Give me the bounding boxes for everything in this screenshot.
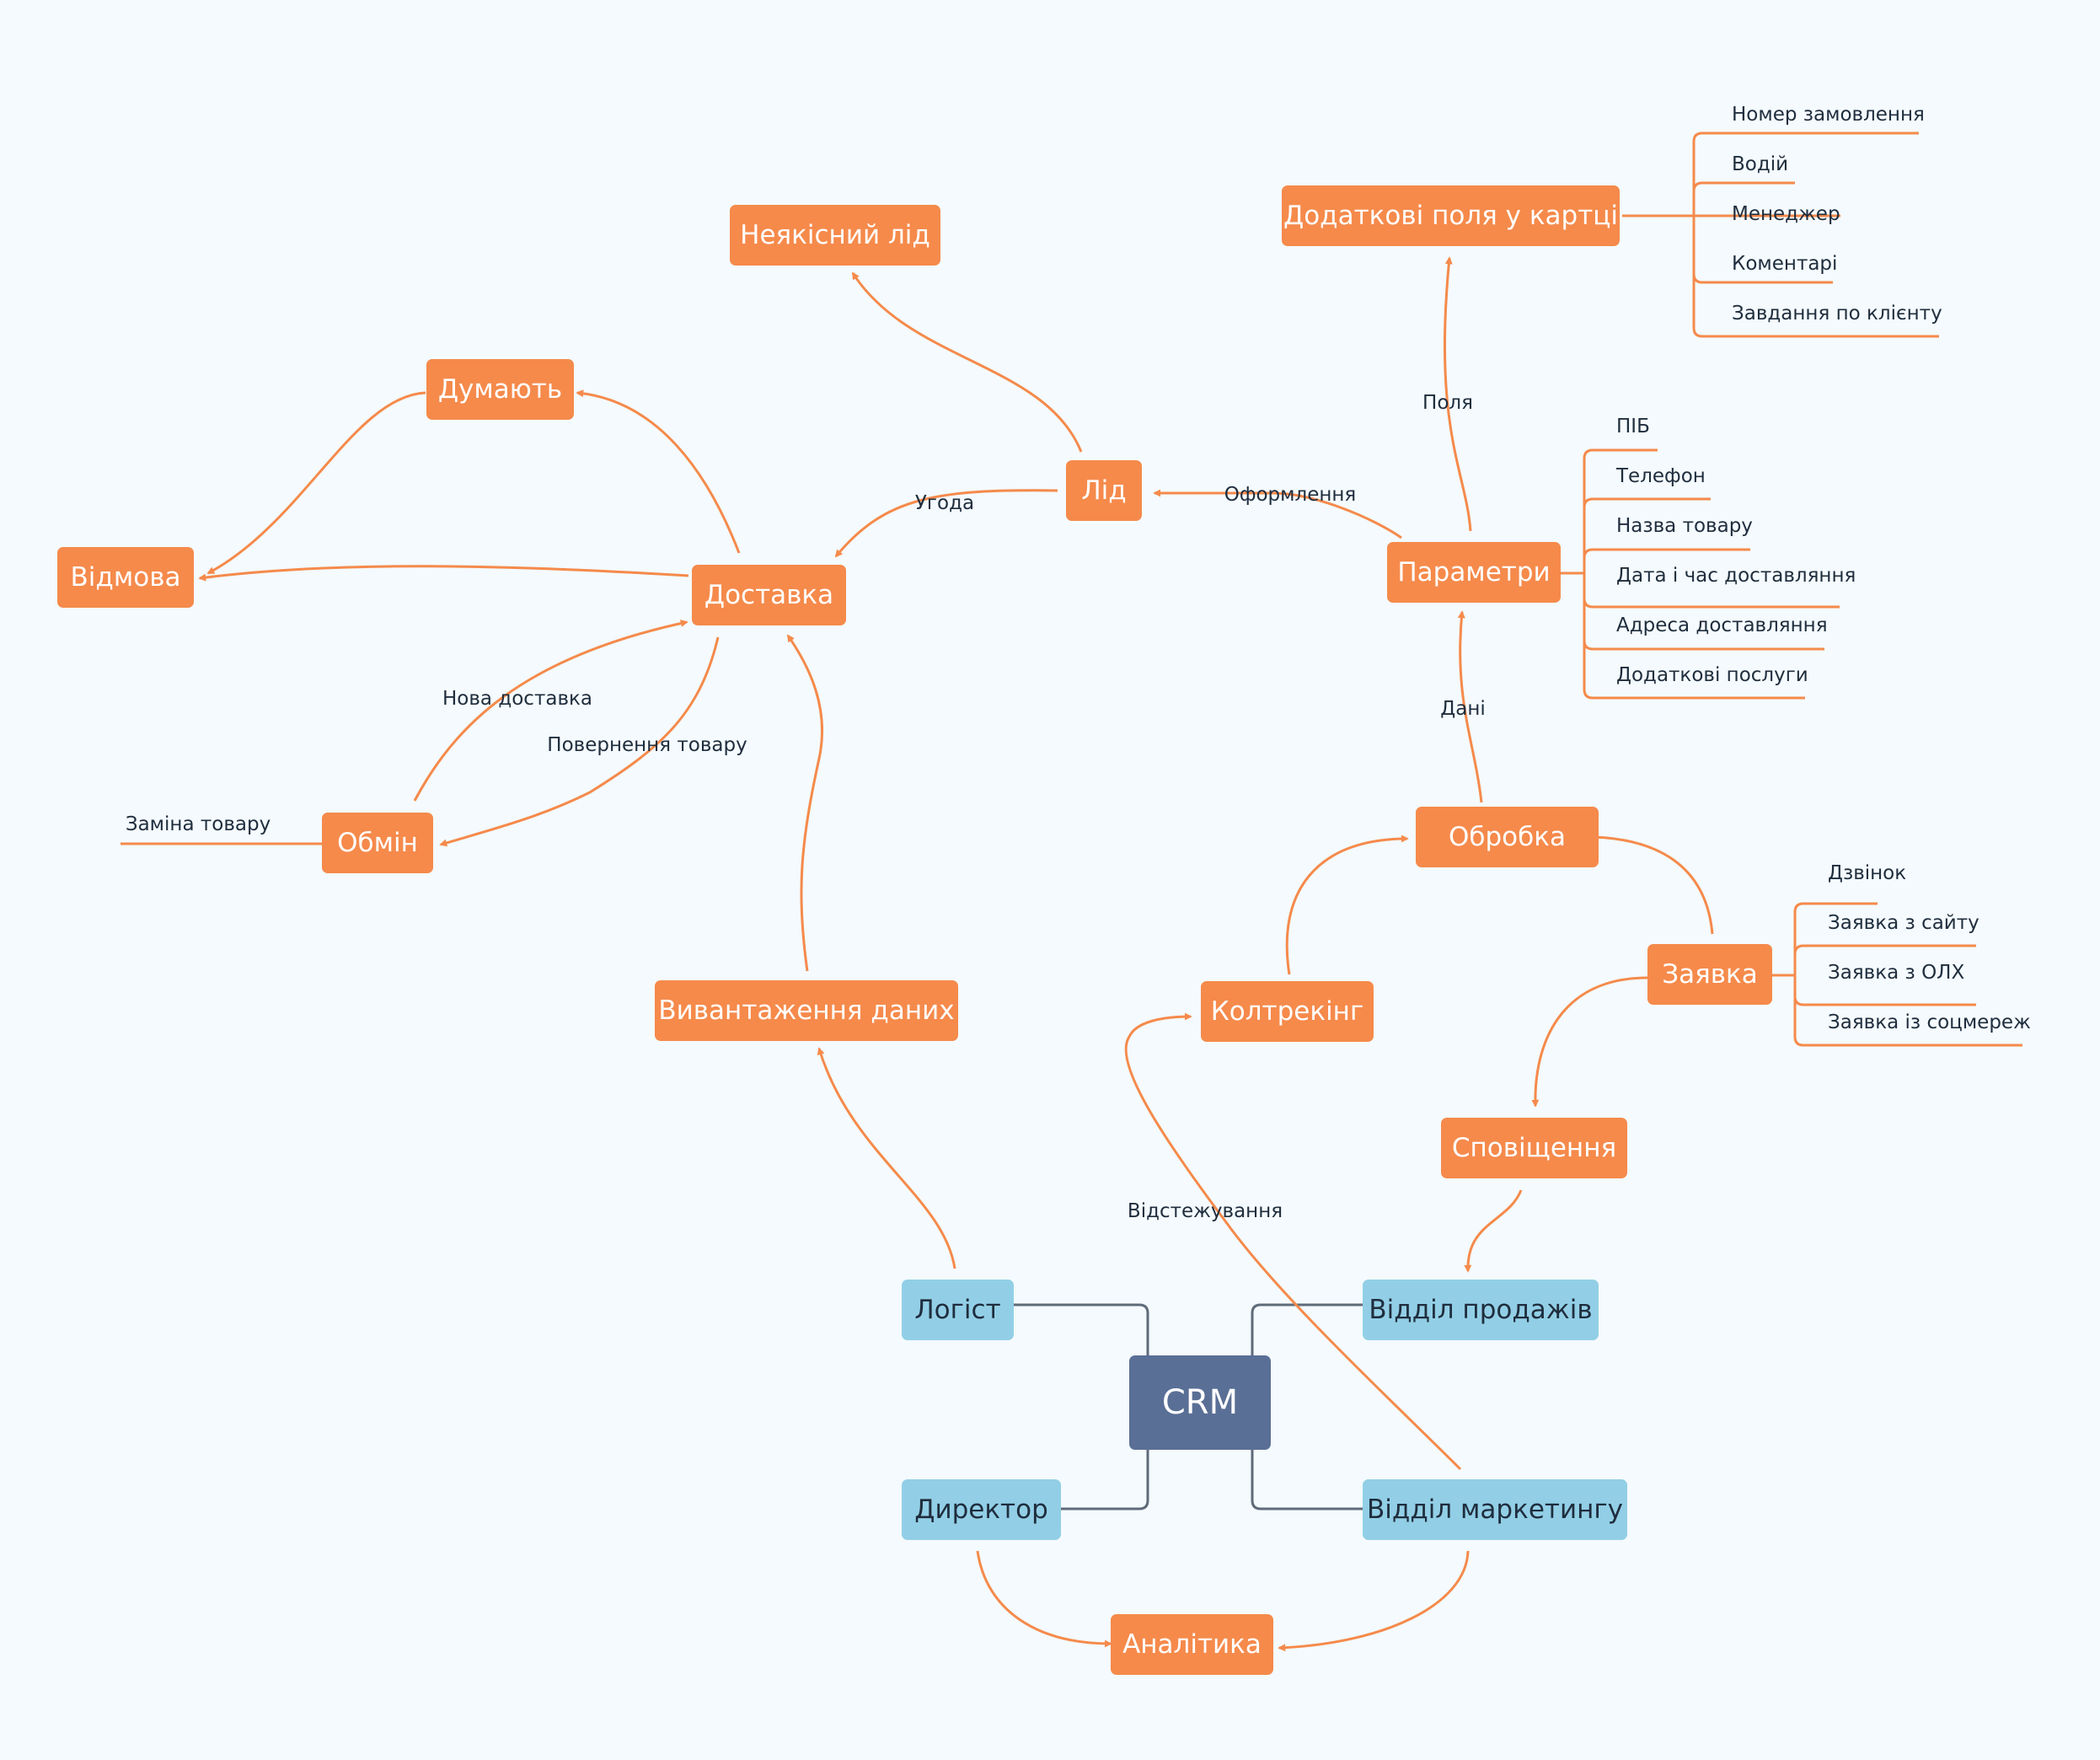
bad-lead-node[interactable]: Неякісний лід <box>730 205 940 266</box>
request-to-processing-arrow <box>1574 833 1714 935</box>
processing-node[interactable]: Обробка <box>1416 807 1599 867</box>
notification-node[interactable]: Сповіщення <box>1441 1118 1627 1178</box>
data-label: Дані <box>1440 698 1486 720</box>
list-item: Номер замовлення <box>1732 104 1925 126</box>
delivery-node[interactable]: Доставка <box>692 565 846 625</box>
list-item: Завдання по клієнту <box>1732 303 1942 325</box>
crm-to-logist-line <box>1014 1303 1149 1355</box>
list-item: Менеджер <box>1732 203 1840 225</box>
marketing-to-analytics-arrow <box>1278 1550 1470 1652</box>
tracking-label: Відстежування <box>1127 1200 1283 1222</box>
lead-to-delivery-arrow <box>834 489 1058 558</box>
replacement-label: Заміна товару <box>125 813 271 835</box>
list-item: ПІБ <box>1616 416 1650 437</box>
delivery-to-exchange-arrow <box>439 636 720 847</box>
list-item: Заявка із соцмереж <box>1828 1011 2031 1033</box>
list-item: Заявка з сайту <box>1828 912 1979 934</box>
export-to-delivery-arrow <box>786 634 823 972</box>
processing-to-params-arrow <box>1457 610 1483 803</box>
list-item: Телефон <box>1616 465 1706 487</box>
new-delivery-label: Нова доставка <box>442 688 592 710</box>
params-node[interactable]: Параметри <box>1387 542 1561 603</box>
formalization-label: Оформлення <box>1224 484 1357 506</box>
marketing-node[interactable]: Відділ маркетингу <box>1363 1479 1627 1540</box>
list-item: Коментарі <box>1732 253 1838 275</box>
director-to-analytics-arrow <box>976 1550 1112 1648</box>
list-item: Додаткові послуги <box>1616 664 1808 686</box>
marketing-to-calltracking-arrow <box>1124 1012 1462 1471</box>
list-item: Водій <box>1732 153 1789 175</box>
params-to-lead-arrow <box>1153 489 1402 539</box>
request-to-notification-arrow <box>1531 976 1648 1108</box>
list-item: Назва товару <box>1616 515 1753 537</box>
director-node[interactable]: Директор <box>902 1479 1061 1540</box>
params-to-extra-fields-arrow <box>1443 256 1472 532</box>
crm-to-director-line <box>1061 1450 1149 1510</box>
deal-label: Угода <box>914 492 975 514</box>
thinking-to-refusal-arrow <box>206 391 426 575</box>
calltracking-to-processing-arrow <box>1285 834 1409 975</box>
lead-node[interactable]: Лід <box>1066 460 1142 521</box>
extra-fields-node[interactable]: Додаткові поля у картці <box>1282 185 1620 246</box>
notification-to-sales-arrow <box>1464 1189 1523 1273</box>
exchange-to-delivery-arrow <box>413 620 688 802</box>
exchange-node[interactable]: Обмін <box>322 813 433 873</box>
crm-to-marketing-line <box>1251 1450 1363 1510</box>
return-label: Повернення товару <box>547 734 747 756</box>
list-item: Адреса доставляння <box>1616 614 1828 636</box>
crm-to-sales-line <box>1251 1303 1363 1355</box>
fields-label: Поля <box>1422 392 1473 414</box>
thinking-node[interactable]: Думають <box>426 359 574 420</box>
list-item: Дзвінок <box>1828 862 1907 884</box>
lead-to-bad-lead-arrow <box>851 271 1083 453</box>
delivery-to-thinking-arrow <box>576 389 741 554</box>
refusal-node[interactable]: Відмова <box>57 547 194 608</box>
logist-node[interactable]: Логіст <box>902 1280 1014 1340</box>
analytics-node[interactable]: Аналітика <box>1111 1614 1273 1675</box>
request-node[interactable]: Заявка <box>1647 944 1772 1005</box>
logist-to-export-arrow <box>817 1047 956 1269</box>
list-item: Заявка з ОЛХ <box>1828 962 1965 984</box>
sales-node[interactable]: Відділ продажів <box>1363 1280 1599 1340</box>
list-item: Дата і час доставляння <box>1616 565 1856 587</box>
export-node[interactable]: Вивантаження даних <box>655 980 958 1041</box>
crm-node[interactable]: CRM <box>1129 1355 1271 1450</box>
calltracking-node[interactable]: Колтрекінг <box>1201 981 1374 1042</box>
delivery-to-refusal-arrow <box>198 565 689 582</box>
